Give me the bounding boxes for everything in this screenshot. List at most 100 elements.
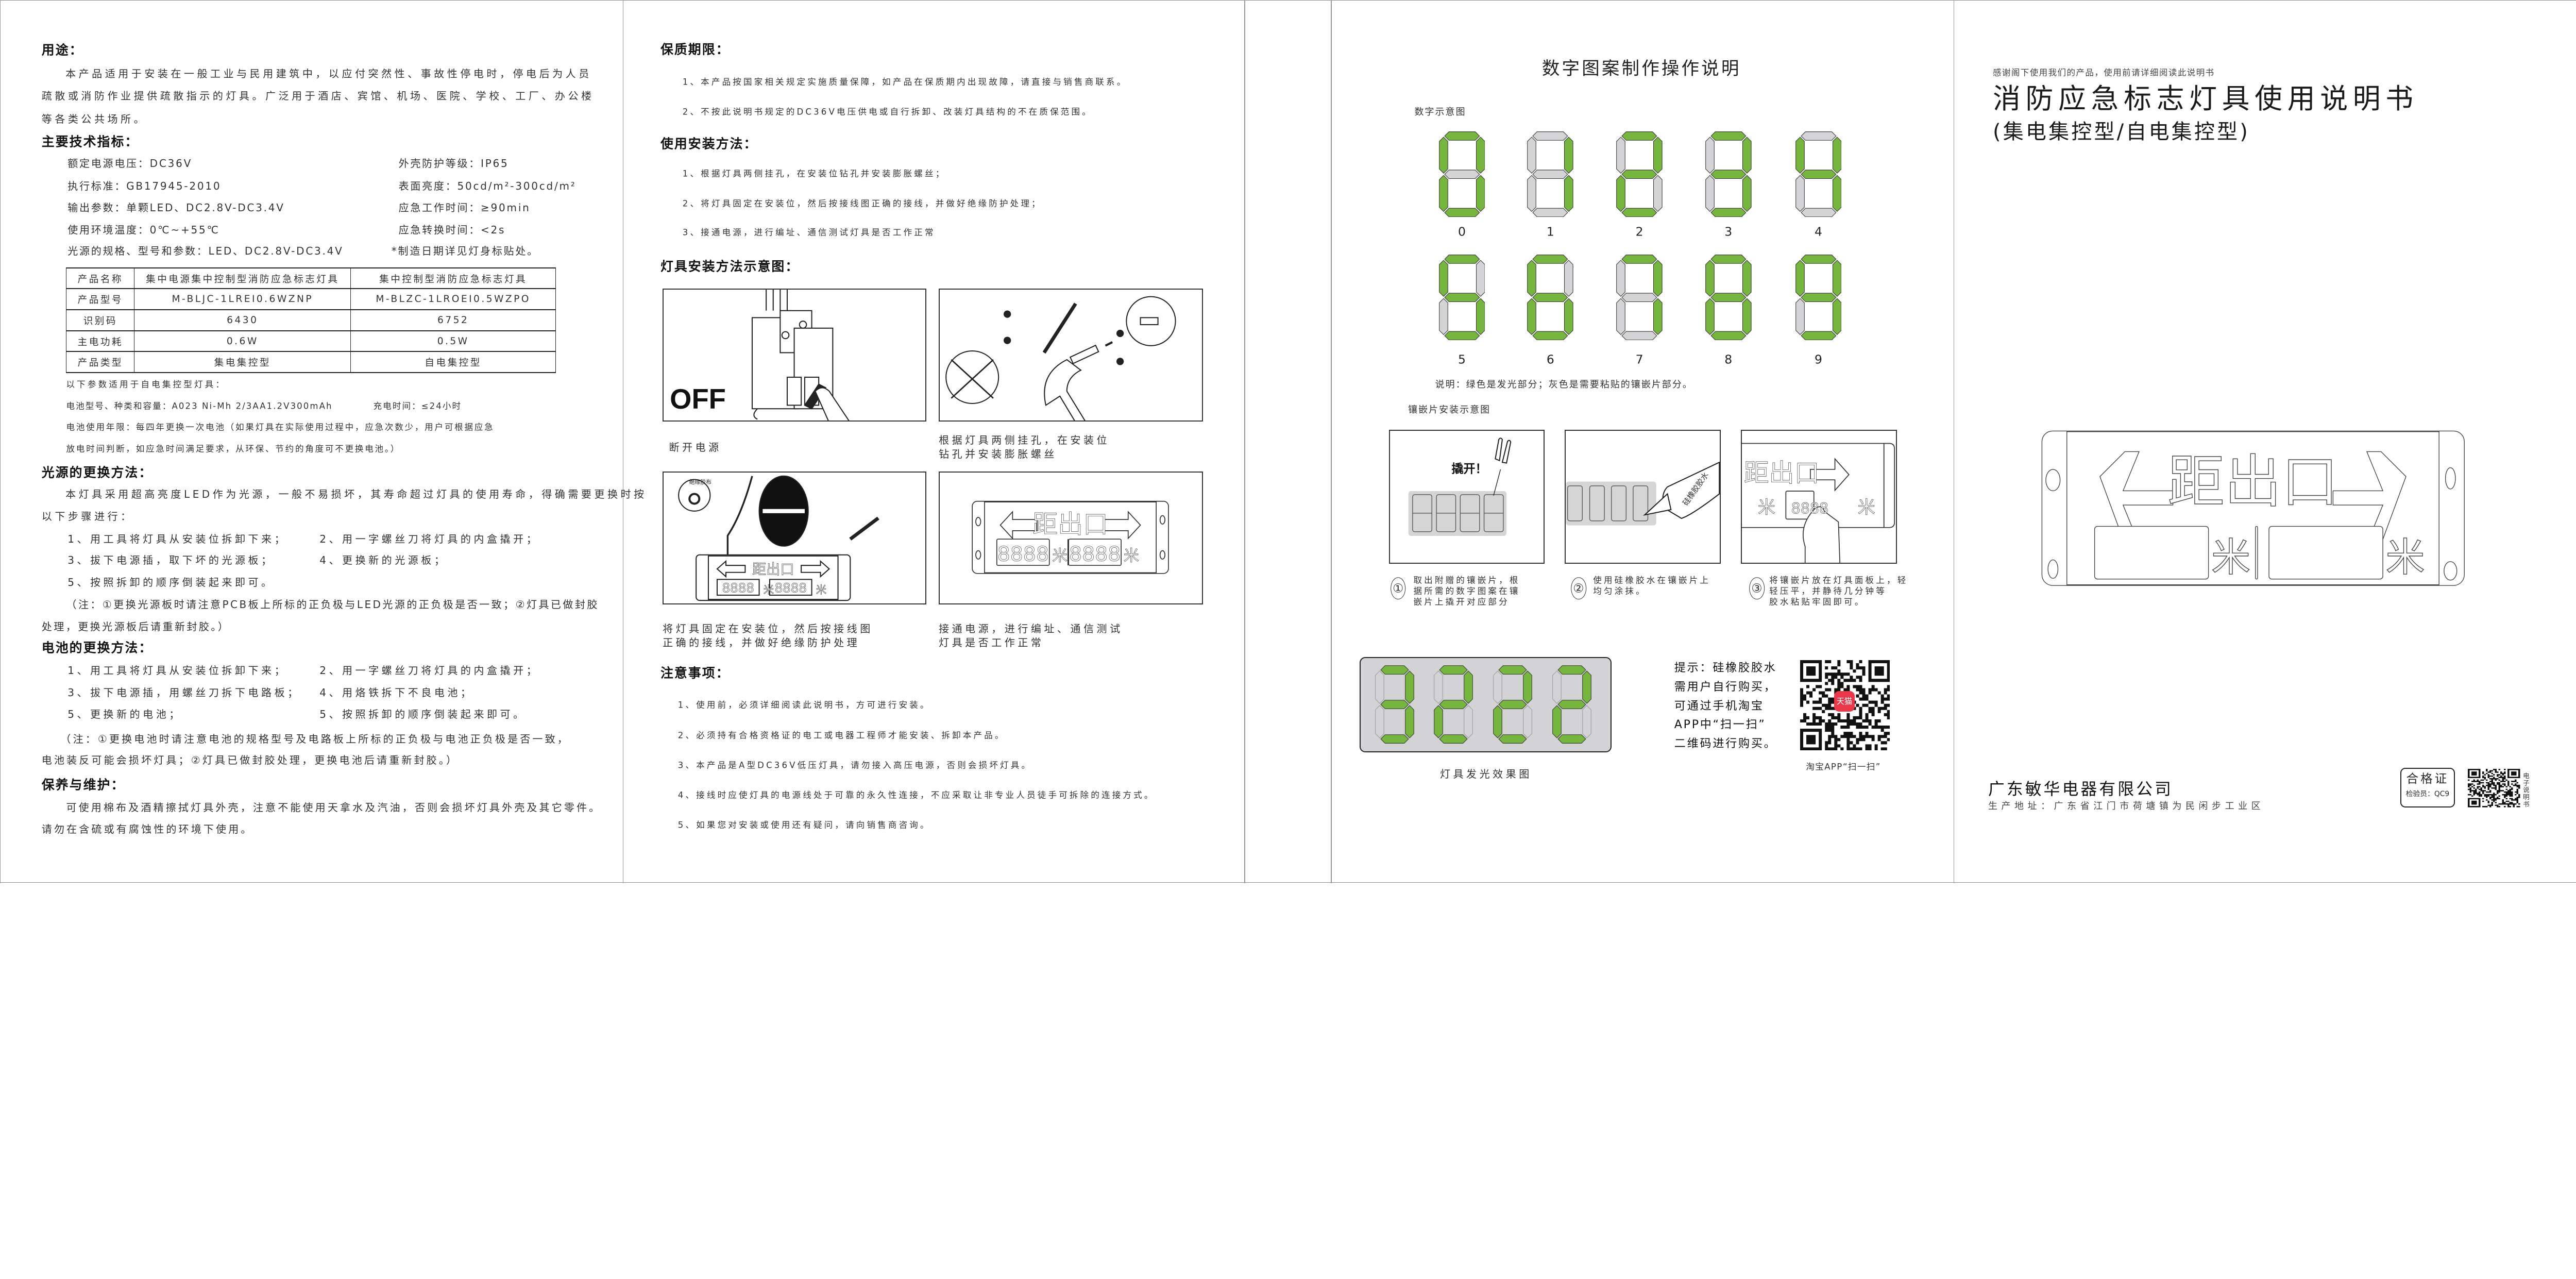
- install-heading: 使用安装方法：: [660, 136, 758, 152]
- segment-lit: [1444, 131, 1480, 141]
- taobao-qr-code[interactable]: 天猫: [1800, 660, 1890, 750]
- company-address: 生产地址：广东省江门市荷塘镇为民闲步工业区: [1988, 801, 2265, 812]
- exit-sign-icon: 距出口 米 米: [2041, 430, 2465, 586]
- digit-pattern-2: [1616, 131, 1663, 217]
- segment-lit: [1832, 298, 1842, 335]
- digit-label: 0: [1458, 224, 1466, 239]
- color-legend: 说明：绿色是发光部分；灰色是需要粘贴的镶嵌片部分。: [1435, 379, 1693, 390]
- display-digit: [1434, 665, 1473, 744]
- segment-lit: [1380, 665, 1409, 675]
- digit-label: 4: [1815, 224, 1822, 239]
- segment-lit: [1800, 170, 1837, 179]
- digit-label: 6: [1546, 351, 1554, 366]
- segment-unlit: [1532, 208, 1568, 217]
- caption-wiring: 将灯具固定在安装位，然后按接线图: [663, 622, 873, 635]
- segment-lit: [1710, 293, 1747, 302]
- segment-lit: [1710, 208, 1747, 217]
- sign-label: 距出口: [1032, 510, 1108, 539]
- table-cell: 主电功耗: [66, 330, 135, 352]
- caption-test: 接通电源，进行编址、通信测试: [939, 622, 1123, 635]
- note-text: （注：①更换光源板时请注意PCB板上所标的正负极与LED光源的正负极是否一致；②…: [66, 598, 599, 611]
- segment-lit: [1493, 705, 1502, 739]
- caption-drilling: 根据灯具两侧挂孔，在安装位: [939, 434, 1110, 447]
- digit-label: 2: [1635, 224, 1643, 239]
- segment-lit: [1404, 670, 1414, 704]
- digit-label: 8: [1724, 351, 1733, 366]
- digit-label: 1: [1546, 224, 1554, 239]
- segment-unlit: [1532, 131, 1568, 141]
- step-item: 4、用烙铁拆下不良电池；: [319, 686, 474, 699]
- segment-unlit: [1493, 670, 1502, 704]
- cover-title: 消防应急标志灯具使用说明书: [1992, 82, 2418, 115]
- sign-digits: 8888: [722, 581, 754, 596]
- illustration-pry-inlay: 撬开！: [1388, 429, 1545, 564]
- digit-label: 9: [1815, 351, 1822, 366]
- maintenance-text: 请勿在含硫或有腐蚀性的环境下使用。: [41, 823, 253, 836]
- install-item: 2、将灯具固定在安装位，然后按接线图正确的接线，并做好绝缘防护处理；: [682, 199, 1042, 209]
- segment-unlit: [1532, 170, 1568, 179]
- segment-lit: [1498, 734, 1527, 744]
- segment-lit: [1438, 175, 1448, 212]
- product-table: 产品名称 集中电源集中控制型消防应急标志灯具 集中控制型消防应急标志灯具 产品型…: [66, 267, 556, 374]
- sign-digits: 8888: [1069, 543, 1121, 566]
- step-item: 5、按照拆卸的顺序倒装起来即可。: [319, 708, 527, 721]
- segment-lit: [1404, 705, 1414, 739]
- step-item: 2、用一字螺丝刀将灯具的内盒撬开；: [319, 532, 540, 545]
- segment-unlit: [1564, 260, 1574, 297]
- note-item: 5、如果您对安装或使用还有疑问，请向销售商咨询。: [677, 820, 931, 830]
- segment-lit: [1476, 298, 1485, 335]
- table-cell: M-BLZC-1LROEⅠ0.5WZPO: [350, 288, 556, 311]
- illustration-apply-glue: 硅橡胶胶水: [1565, 429, 1721, 564]
- sign-unit: 米: [2211, 534, 2250, 580]
- qr-caption: 淘宝APP“扫一扫”: [1806, 762, 1881, 772]
- segment-lit: [1523, 670, 1532, 704]
- glue-tip: 需用户自行购买，: [1674, 680, 1777, 694]
- segment-lit: [1557, 700, 1586, 710]
- pliers-inlay-icon: 撬开！: [1408, 437, 1512, 536]
- segment-unlit: [1705, 137, 1715, 174]
- step-item: 1、用工具将灯具从安装位拆卸下来；: [67, 664, 288, 677]
- segment-lit: [1742, 175, 1752, 212]
- spec-item: 使用环境温度：0℃~+55℃: [67, 223, 220, 236]
- digit-pattern-3: [1705, 131, 1752, 217]
- inlay-step-text: 均匀涂抹。: [1593, 586, 1647, 596]
- segment-unlit: [1653, 175, 1663, 212]
- segment-unlit: [1464, 705, 1473, 739]
- light-source-heading: 光源的更换方法：: [41, 465, 153, 480]
- display-digit: [1375, 665, 1414, 744]
- illustration-test: 距出口 8888 8888 米 米: [939, 472, 1203, 604]
- segment-lit: [1564, 175, 1574, 212]
- inlay-step-text: 取出附赠的镶嵌片，根: [1413, 575, 1520, 585]
- segment-lit: [1444, 331, 1480, 341]
- specs-heading: 主要技术指标：: [41, 134, 139, 149]
- qr-code-image: [2468, 768, 2520, 807]
- inlay-step-text: 据所需的数字图案在镶: [1413, 586, 1520, 596]
- sign-digits: 8888: [997, 543, 1049, 566]
- table-cell: M-BLJC-1LREⅠ0.6WZNP: [134, 288, 351, 311]
- segment-lit: [1476, 137, 1485, 174]
- table-row: 产品类型 集电集控型 自电集控型: [66, 351, 556, 374]
- digit-label: 7: [1635, 351, 1643, 366]
- caption-drilling: 钻孔并安装膨胀螺丝: [939, 448, 1057, 461]
- spec-item: *制造日期详见灯身标贴处。: [391, 244, 539, 257]
- segment-lit: [1832, 260, 1842, 297]
- ebook-qr-code[interactable]: [2468, 768, 2520, 807]
- light-source-intro: 以下步骤进行：: [41, 510, 134, 523]
- pry-label: 撬开！: [1451, 462, 1487, 476]
- digit-pattern-6: [1527, 255, 1574, 341]
- segment-unlit: [1621, 331, 1657, 341]
- segment-unlit: [1444, 170, 1480, 179]
- segment-unlit: [1434, 670, 1444, 704]
- illustration-power-off: OFF: [663, 289, 926, 422]
- segment-lit: [1557, 734, 1586, 744]
- segment-lit: [1621, 170, 1657, 179]
- segment-lit: [1653, 137, 1663, 174]
- exit-sign-drawing: 距出口 米 米: [2041, 430, 2465, 586]
- qualification-certificate: 合格证 检验员：QC9: [2400, 767, 2455, 808]
- segment-lit: [1653, 298, 1663, 335]
- segment-lit: [1795, 260, 1805, 297]
- segment-lit: [1380, 700, 1409, 710]
- table-cell: 产品名称: [66, 267, 135, 290]
- sign-label: 距出口: [2167, 449, 2338, 515]
- segment-lit: [1380, 734, 1409, 744]
